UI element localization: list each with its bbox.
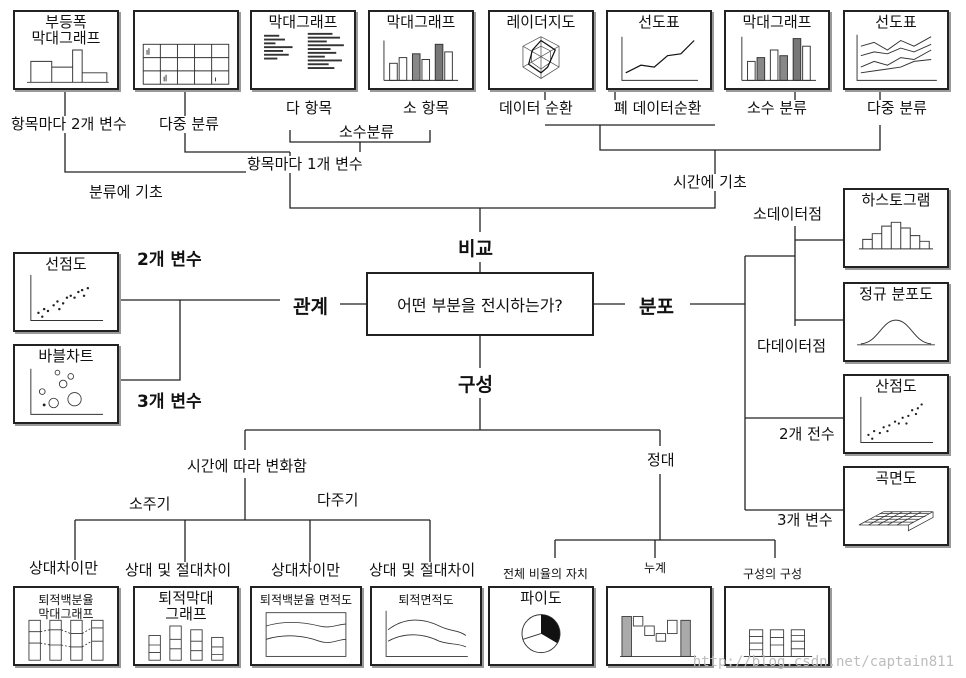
label-component-of-component: 구성의 구성 <box>742 566 804 583</box>
bubble-chart-title: 바블차트 <box>38 347 94 365</box>
label-few-periods: 소주기 <box>128 495 172 513</box>
center-question: 어떤 부분을 전시하는가? <box>366 272 594 336</box>
waterfall-chart-box <box>606 586 712 666</box>
normal-distribution-title: 정규 분포도 <box>859 285 933 303</box>
scatter-plot-title: 선점도 <box>45 255 87 273</box>
stacked-percent-area-icon <box>265 612 347 657</box>
stacked-percent-bar-title: 퇴적백분율 막대그래프 <box>38 593 94 621</box>
bubble-chart-box: 바블차트 <box>13 344 119 424</box>
label-relative-absolute-b: 상대 및 절대차이 <box>368 561 477 579</box>
bar-chart-time-title: 막대그래프 <box>742 13 812 31</box>
histogram-title: 하스토그램 <box>861 191 931 209</box>
label-few-categories: 소수 분류 <box>746 99 808 117</box>
table-icon <box>142 43 230 85</box>
line-chart-many-title: 선도표 <box>875 13 917 31</box>
pie-chart-title: 파이도 <box>520 589 562 607</box>
surface-plot-title: 곡면도 <box>875 469 917 487</box>
stacked-area-title: 퇴적면적도 <box>398 593 454 607</box>
label-cumulative: 누계 <box>643 560 668 577</box>
label-relation-three-vars: 3개 변수 <box>136 392 203 412</box>
pie-chart-box: 파이도 <box>488 586 594 666</box>
stacked-percent-area-box: 퇴적백분율 면적도 <box>250 586 362 666</box>
vertical-bar-icon <box>383 40 459 81</box>
component-chart-box <box>724 586 830 666</box>
histogram-box: 하스토그램 <box>843 188 949 268</box>
normal-distribution-box: 정규 분포도 <box>843 282 949 362</box>
label-two-vars-per-item: 항목마다 2개 변수 <box>10 115 128 133</box>
branch-composition: 구성 <box>455 370 496 397</box>
stacked-percent-area-title: 퇴적백분율 면적도 <box>259 593 353 607</box>
label-distribution-three-vars: 3개 변수 <box>776 511 834 529</box>
label-one-var-per-item: 항목마다 1개 변수 <box>246 155 364 173</box>
radar-chart-title: 레이더지도 <box>506 13 576 31</box>
label-changes-over-time: 시간에 따라 변화함 <box>186 457 308 475</box>
line-chart-icon <box>621 36 698 81</box>
scatter-distribution-icon <box>860 396 934 443</box>
scatter-icon <box>30 274 104 321</box>
vertical-bar-time-icon <box>741 36 816 81</box>
label-by-category: 분류에 기초 <box>88 183 164 201</box>
scatter-distribution-box: 산점도 <box>843 374 949 454</box>
stacked-percent-bar-icon <box>28 619 104 661</box>
bar-chart-few-items-title: 막대그래프 <box>386 13 456 31</box>
surface-icon <box>858 511 934 532</box>
label-non-cyclic-data: 폐 데이터순환 <box>613 99 703 117</box>
variable-width-bar-icon <box>27 49 109 83</box>
surface-plot-box: 곡면도 <box>843 466 949 546</box>
radar-chart-box: 레이더지도 <box>488 10 594 90</box>
bar-chart-few-items-box: 막대그래프 <box>368 10 474 90</box>
pie-icon <box>521 614 561 654</box>
line-chart-many-box: 선도표 <box>843 10 949 90</box>
stacked-bar-title: 퇴적막대 그래프 <box>158 589 214 623</box>
bar-chart-time-box: 막대그래프 <box>724 10 830 90</box>
radar-icon <box>522 36 560 79</box>
label-many-items: 다 항목 <box>285 99 334 117</box>
bar-chart-many-items-title: 막대그래프 <box>268 13 338 31</box>
label-relative-only-b: 상대차이만 <box>270 561 342 579</box>
histogram-icon <box>858 221 934 250</box>
label-relative-absolute-a: 상대 및 절대차이 <box>124 561 233 579</box>
label-multi-class: 다중 분류 <box>158 115 220 133</box>
watermark: http://blog.csdn.net/captain811 <box>692 654 954 670</box>
label-multi-category: 다중 분류 <box>866 99 928 117</box>
branch-distribution: 분포 <box>636 292 677 319</box>
label-cyclic-data: 데이터 순환 <box>498 99 574 117</box>
stacked-area-box: 퇴적면적도 <box>370 586 482 666</box>
horizontal-bar-icon <box>264 32 344 69</box>
table-box <box>133 10 239 90</box>
stacked-percent-bar-box: 퇴적백분율 막대그래프 <box>13 586 119 666</box>
variable-width-bar-title: 부등폭 막대그래프 <box>31 13 101 47</box>
label-few-class: 소수분류 <box>338 123 396 141</box>
stacked-area-icon <box>385 610 468 657</box>
label-few-data-points: 소데이터점 <box>752 205 824 223</box>
scatter-plot-box: 선점도 <box>13 252 119 332</box>
label-few-items: 소 항목 <box>402 99 451 117</box>
stacked-bar-icon <box>148 625 224 661</box>
label-static: 정대 <box>646 451 676 469</box>
multi-line-chart-icon <box>856 34 937 81</box>
label-many-periods: 다주기 <box>316 491 360 509</box>
component-of-component-icon <box>743 629 813 657</box>
variable-width-bar-box: 부등폭 막대그래프 <box>13 10 119 90</box>
scatter-distribution-title: 산점도 <box>875 377 917 395</box>
bar-chart-many-items-box: 막대그래프 <box>250 10 356 90</box>
stacked-bar-box: 퇴적막대 그래프 <box>133 586 239 666</box>
branch-relation: 관계 <box>290 292 331 319</box>
label-by-time: 시간에 기초 <box>672 173 748 191</box>
label-many-data-points: 다데이터점 <box>756 337 828 355</box>
label-relative-only-a: 상대차이만 <box>28 559 100 577</box>
bubble-icon <box>30 368 104 415</box>
bell-curve-icon <box>857 319 935 346</box>
line-chart-few-box: 선도표 <box>606 10 712 90</box>
branch-compare: 비교 <box>455 234 496 261</box>
line-chart-few-title: 선도표 <box>638 13 680 31</box>
label-distribution-two-vars: 2개 전수 <box>778 425 836 443</box>
label-share-of-total: 전체 비율의 자치 <box>502 566 589 583</box>
label-relation-two-vars: 2개 변수 <box>136 250 203 270</box>
waterfall-icon <box>620 616 697 657</box>
